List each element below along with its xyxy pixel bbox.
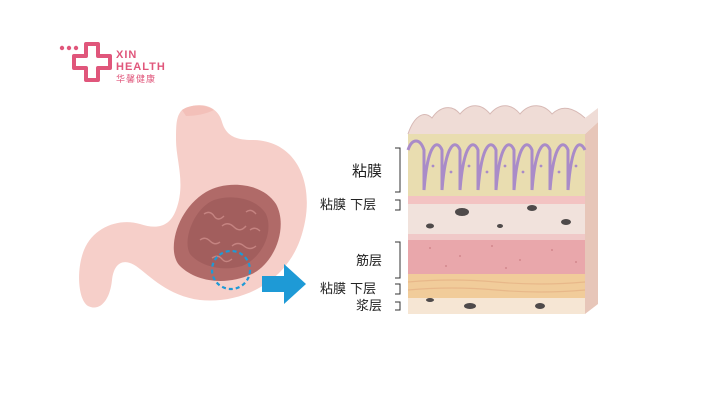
logo-text: XIN HEALTH 华馨健康 (116, 50, 166, 84)
layer-brackets (395, 147, 401, 311)
stomach-wall-block (406, 105, 598, 314)
logo-line3: 华馨健康 (116, 74, 157, 84)
stomach-illustration (79, 105, 307, 308)
logo-line1: XIN (116, 49, 138, 61)
logo-mark (59, 42, 112, 82)
arrow-right-icon (262, 264, 306, 304)
label-serosa: 浆层 (356, 299, 383, 314)
label-submucosa-2: 粘膜 下层 (320, 282, 377, 297)
label-mucosa: 粘膜 (352, 162, 383, 180)
label-submucosa: 粘膜 下层 (320, 198, 377, 213)
logo-line2: HEALTH (116, 61, 166, 73)
label-muscle-layer: 筋层 (356, 254, 383, 269)
